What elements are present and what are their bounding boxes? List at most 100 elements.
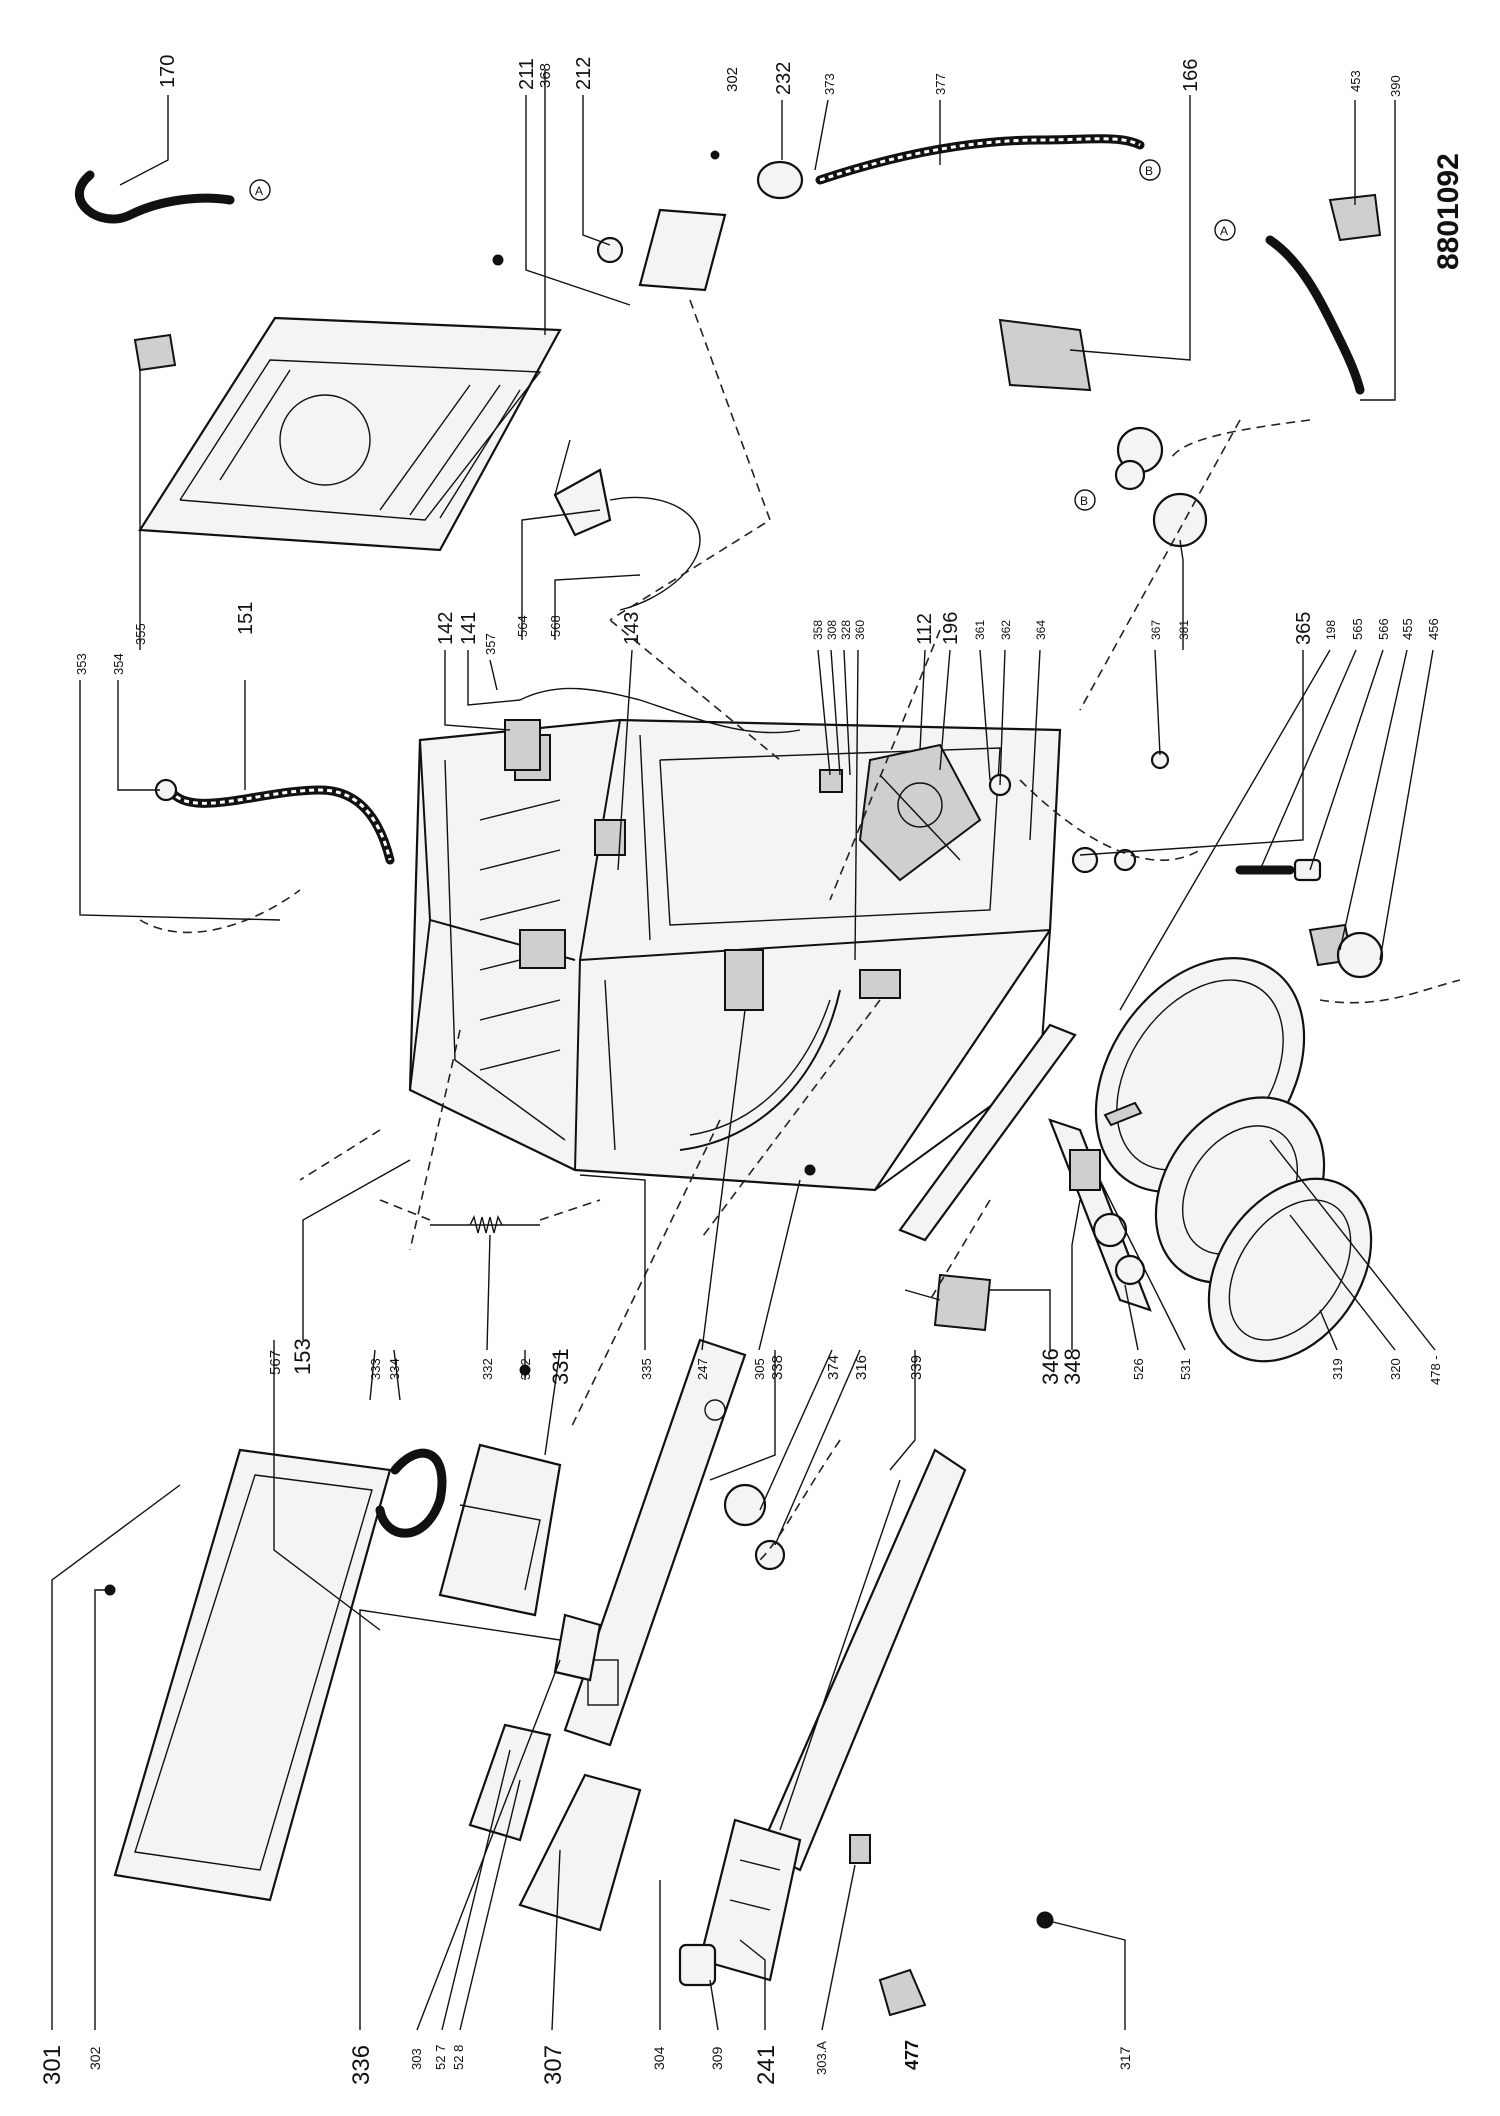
callout-336: 336: [348, 2045, 375, 2085]
marker-a-right: A: [1214, 219, 1236, 241]
knob-526: [1092, 1212, 1128, 1248]
callout-316: 316: [853, 1355, 870, 1380]
reservoir-assembly: [438, 1443, 562, 1617]
damper-566: [1293, 858, 1322, 882]
callout-453: 453: [1348, 70, 1363, 92]
callout-308: 308: [825, 620, 839, 640]
callout-348: 348: [1060, 1348, 1085, 1385]
callout-528: 52 8: [451, 2045, 466, 2070]
terminal-142: [504, 719, 541, 771]
callout-357: 357: [483, 633, 498, 655]
relay-block: [519, 929, 566, 969]
callout-381: 381: [1177, 620, 1191, 640]
timer-unit: [596, 208, 727, 292]
part-303a: [849, 1834, 871, 1864]
callout-527: 52 7: [433, 2045, 448, 2070]
marker-a-top: A: [249, 179, 271, 201]
clip-453: [1328, 193, 1382, 242]
harness-141: [519, 687, 801, 734]
drum-motor-bracket: [858, 743, 982, 882]
callout-232: 232: [773, 62, 795, 95]
latch-531: [1069, 1149, 1101, 1191]
callout-456: 456: [1426, 618, 1441, 640]
hose-390: [1265, 235, 1365, 395]
screw-302-top: [492, 254, 504, 266]
callout-377: 377: [933, 73, 948, 95]
spring-332: [430, 1214, 540, 1234]
callout-170: 170: [157, 55, 179, 88]
callout-labels: 170 368 211 212 302 232 373 377 166 453 …: [39, 55, 1443, 2085]
hose-334: [375, 1448, 447, 1538]
callout-309: 309: [709, 2046, 725, 2070]
callout-360: 360: [853, 620, 867, 640]
callout-568: 568: [548, 615, 563, 637]
filter-block: [859, 969, 901, 999]
leader-lines: [51, 70, 1436, 2031]
callout-143: 143: [621, 612, 643, 645]
callout-307: 307: [540, 2045, 567, 2085]
pressure-switch: [710, 150, 804, 200]
plinth-strip: [898, 1023, 1077, 1242]
knob-316: [754, 1539, 786, 1571]
knob-374: [723, 1483, 767, 1527]
callout-332: 332: [480, 1358, 495, 1380]
dispenser-drawer: [698, 1818, 802, 1982]
capacitor-bracket: [819, 769, 843, 793]
callout-478: 478 -: [1428, 1355, 1443, 1385]
callout-335: 335: [639, 1358, 654, 1380]
callout-455: 455: [1400, 618, 1415, 640]
svg-text:A: A: [1220, 224, 1228, 238]
callout-374: 374: [825, 1355, 842, 1380]
callout-477: 477: [902, 2040, 922, 2070]
callout-196: 196: [940, 612, 962, 645]
callout-338: 338: [769, 1355, 786, 1380]
callout-565: 565: [1350, 618, 1365, 640]
callout-566: 566: [1376, 618, 1391, 640]
callout-142: 142: [435, 612, 457, 645]
callout-564: 564: [515, 615, 530, 637]
callout-166: 166: [1180, 59, 1202, 92]
door-ring-inner: [1207, 1177, 1373, 1363]
part-477: [878, 1968, 927, 2017]
callout-303a: 303.A: [814, 2041, 829, 2075]
callout-567: 567: [267, 1350, 284, 1375]
filter-cup-304: [678, 1943, 717, 1987]
callout-141: 141: [458, 612, 480, 645]
callout-328: 328: [839, 620, 853, 640]
svg-text:B: B: [1145, 164, 1153, 178]
door-hinge: [1103, 1101, 1143, 1127]
callout-362: 362: [999, 620, 1013, 640]
callout-361: 361: [973, 620, 987, 640]
svg-text:A: A: [255, 184, 263, 198]
clip-355: [133, 333, 177, 372]
callout-151: 151: [235, 602, 257, 635]
callout-302-top: 302: [724, 67, 741, 92]
callout-346: 346: [1038, 1348, 1063, 1385]
callout-354: 354: [111, 653, 126, 675]
control-panel: [563, 1338, 747, 1747]
callout-367: 367: [1149, 620, 1163, 640]
callout-339: 339: [908, 1355, 925, 1380]
callout-320: 320: [1388, 1358, 1403, 1380]
callout-305: 305: [752, 1358, 767, 1380]
callout-317: 317: [1117, 2046, 1133, 2070]
base-plate: [113, 1448, 392, 1902]
callout-373: 373: [822, 73, 837, 95]
callout-368: 368: [537, 63, 554, 88]
callout-303: 303: [409, 2048, 424, 2070]
callout-198: 198: [1324, 620, 1338, 640]
marker-b-top: B: [1139, 159, 1161, 181]
callout-358: 358: [811, 620, 825, 640]
screw-305: [804, 1164, 816, 1176]
callout-247: 247: [695, 1358, 710, 1380]
callout-365: 365: [1293, 612, 1315, 645]
top-lid: [138, 316, 562, 552]
callout-333: 333: [368, 1358, 383, 1380]
callout-301: 301: [39, 2045, 66, 2085]
callout-331: 331: [548, 1348, 573, 1385]
callout-302-mid: 302: [518, 1358, 533, 1380]
pump-assembly: [998, 318, 1208, 548]
callout-355: 355: [133, 623, 148, 645]
callout-364: 364: [1034, 620, 1048, 640]
